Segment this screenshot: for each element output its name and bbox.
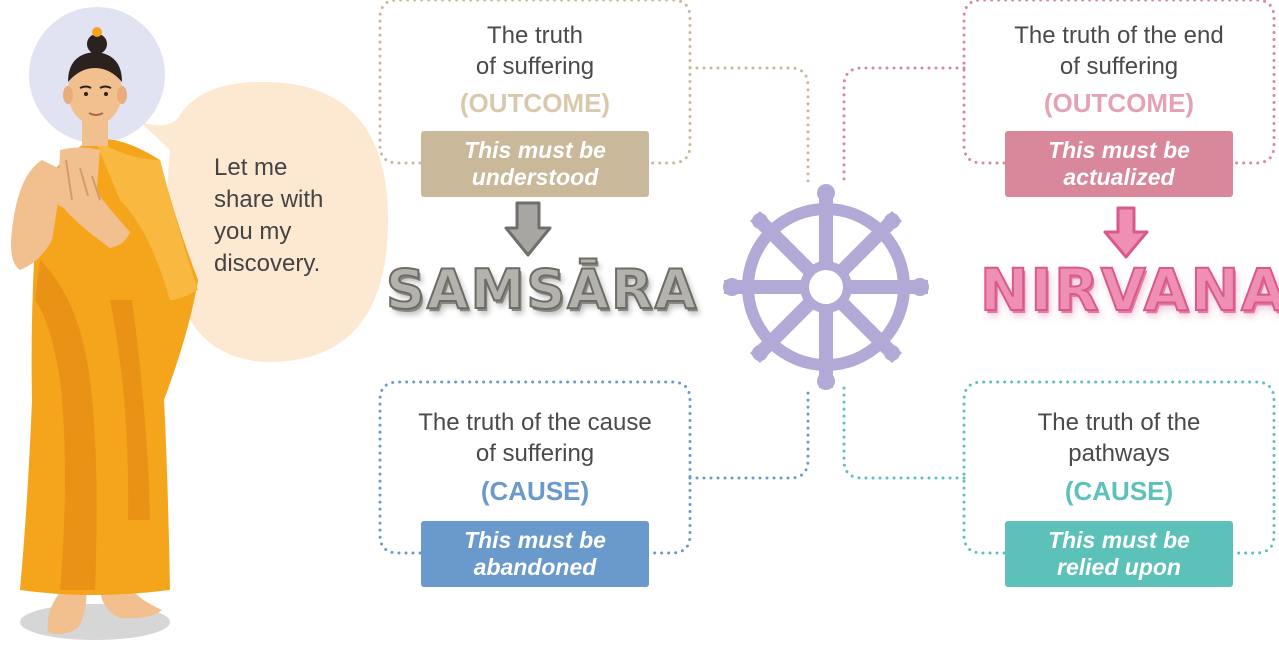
box-tag-pathways: (CAUSE) (1064, 476, 1174, 506)
box-tag-cause: (CAUSE) (480, 476, 590, 506)
title-line: The truth (486, 22, 584, 49)
action-line: relied upon (1057, 554, 1181, 580)
action-line: This must be (464, 137, 606, 163)
title-line: The truth of the (1037, 409, 1201, 436)
action-line: This must be (1048, 137, 1190, 163)
down-arrow-icon (504, 201, 552, 257)
box-title-pathways: The truth of the pathways (984, 407, 1254, 469)
box-tag-end: (OUTCOME) (1043, 88, 1195, 118)
title-line: of suffering (1059, 53, 1179, 80)
down-arrow-icon (1103, 206, 1149, 259)
action-line: understood (471, 164, 599, 190)
box-title-end: The truth of the end of suffering (984, 20, 1254, 82)
connector-end (842, 66, 966, 187)
title-line: of suffering (475, 440, 595, 467)
speech-bubble (140, 81, 388, 363)
box-title-suffering: The truth of suffering (400, 20, 670, 82)
action-pill-end: This must be actualized (1005, 131, 1233, 197)
connector-pathways (842, 386, 966, 480)
frame-end (962, 0, 1276, 165)
box-tag-suffering: (OUTCOME) (459, 88, 611, 118)
buddha-figure (11, 7, 198, 640)
speech-line: you my (214, 218, 292, 245)
samsara-word: SAMSĀRA (385, 257, 699, 322)
action-pill-suffering: This must be understood (421, 131, 649, 197)
frame-cause (378, 380, 692, 555)
title-line: The truth of the end (1014, 22, 1224, 49)
action-line: This must be (1048, 527, 1190, 553)
action-line: actualized (1063, 164, 1175, 190)
connector-suffering (688, 66, 810, 187)
dharma-wheel-icon (723, 184, 929, 390)
action-pill-cause: This must be abandoned (421, 521, 649, 587)
speech-line: Let me (214, 154, 288, 181)
action-line: abandoned (473, 554, 597, 580)
action-pill-pathways: This must be relied upon (1005, 521, 1233, 587)
speech-line: share with (214, 186, 324, 213)
title-line: The truth of the cause (418, 409, 652, 436)
box-title-cause: The truth of the cause of suffering (400, 407, 670, 469)
title-line: of suffering (475, 53, 595, 80)
frame-suffering (378, 0, 692, 165)
speech-line: discovery. (214, 250, 321, 277)
nirvana-word: NIRVANA (979, 255, 1279, 325)
action-line: This must be (464, 527, 606, 553)
frame-pathways (962, 380, 1276, 555)
speech-text: Let me share with you my discovery. (214, 152, 364, 280)
connector-cause (688, 386, 810, 480)
title-line: pathways (1068, 440, 1170, 467)
